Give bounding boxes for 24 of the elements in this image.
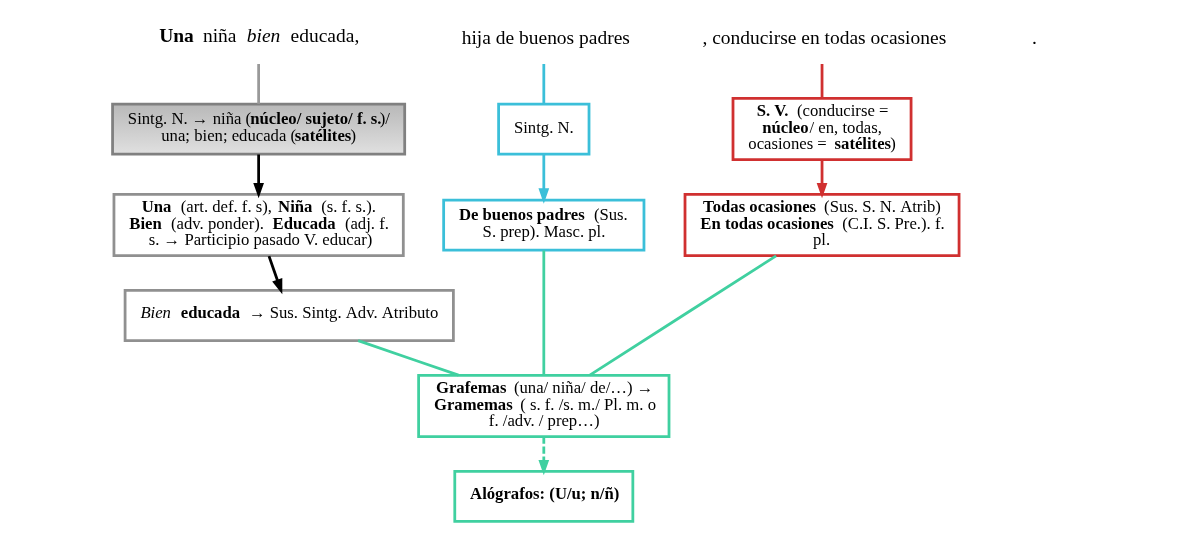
- connector: [820, 64, 823, 99]
- arrow: [816, 159, 827, 199]
- node-text: hija de buenos padres: [461, 26, 630, 48]
- connector: [541, 250, 545, 375]
- connector: [357, 339, 459, 377]
- node-box: S. V. (conducirse = núcleo/ en, todas, ocasiones = satélites): [731, 97, 912, 162]
- node-box: Alógrafos: (U/u; n/ñ): [452, 469, 634, 523]
- arrow: [537, 437, 549, 476]
- node-box: De buenos padres (Sus. S. prep). Masc. pl.: [441, 198, 645, 252]
- node-box: Todas ocasiones (Sus. S. N. Atrib) En todas ocasiones (C.I. S. Pre.). f. pl.: [683, 193, 960, 258]
- arrow: [267, 255, 282, 295]
- node-text: Una niña bien educada,: [158, 25, 359, 47]
- node-box: Bien educada → Sus. Sintg. Adv. Atributo: [123, 289, 455, 342]
- arrow: [537, 154, 549, 204]
- connector: [256, 64, 260, 104]
- label: .: [1031, 26, 1037, 48]
- node-box: Grafemas (una/ niña/ de/…) → Gramemas ( s. f. /s. m./ Pl. m. o f. /adv. / prep…): [416, 373, 670, 438]
- node-box: Una (art. def. f. s), Niña (s. f. s.). Bien (adv. ponder). Educada (adj. f. s. → Participio pasado V. educar): [112, 193, 405, 258]
- node-text: , conducirse en todas ocasiones: [701, 26, 946, 48]
- arrow: [252, 154, 264, 199]
- connector: [541, 64, 545, 104]
- node-box: Sintg. N. → niña (núcleo/ sujeto/ f. s.)/ una; bien; educada (satélites): [110, 102, 406, 156]
- node-box: Sintg. N.: [496, 102, 590, 156]
- connector: [588, 254, 777, 377]
